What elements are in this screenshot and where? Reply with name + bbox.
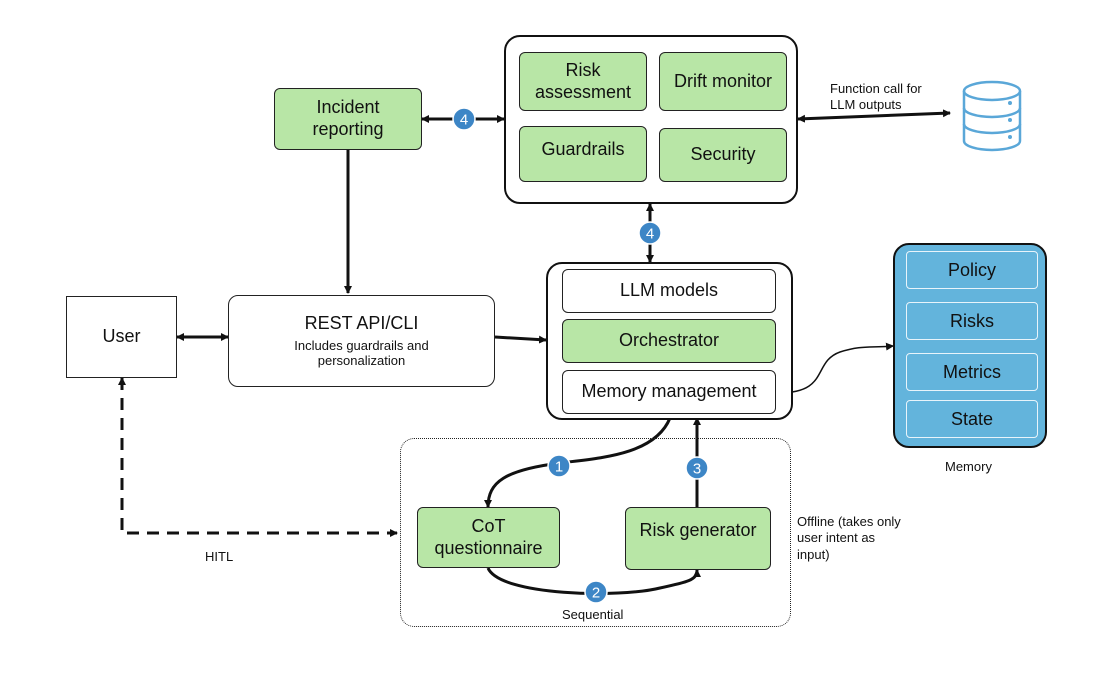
arrow-restapi-llm xyxy=(494,335,547,344)
llm-models-box: LLM models xyxy=(562,269,776,313)
svg-text:3: 3 xyxy=(693,461,701,478)
risk-assessment-box: Risk assessment xyxy=(519,52,647,111)
orchestrator-box: Orchestrator xyxy=(562,319,776,363)
rest-api-subtitle: Includes guardrails and personalization xyxy=(294,337,429,369)
offline-label: Offline (takes only user intent as input… xyxy=(797,514,901,562)
svg-text:2: 2 xyxy=(592,585,600,602)
cot-questionnaire-box: CoT questionnaire xyxy=(417,507,560,568)
badge-step2: 2 xyxy=(584,580,608,604)
sequential-label: Sequential xyxy=(562,607,624,622)
memory-item-risks: Risks xyxy=(906,302,1038,340)
memory-item-state: State xyxy=(906,400,1038,438)
arrow-monitoring-database xyxy=(797,109,951,123)
user-box: User xyxy=(66,296,177,378)
badge-incident: 4 xyxy=(452,107,476,131)
incident-reporting-box: Incident reporting xyxy=(274,88,422,150)
offline-region xyxy=(400,438,791,627)
arrow-step2 xyxy=(486,567,701,595)
security-box: Security xyxy=(659,128,787,182)
svg-text:4: 4 xyxy=(646,226,654,243)
badge-step1: 1 xyxy=(547,454,571,478)
svg-text:4: 4 xyxy=(460,112,468,129)
badge-step3: 3 xyxy=(685,456,709,480)
risk-generator-box: Risk generator xyxy=(625,507,771,570)
arrow-memory-store xyxy=(777,342,894,397)
memory-item-metrics: Metrics xyxy=(906,353,1038,391)
rest-api-box: REST API/CLI Includes guardrails and per… xyxy=(228,295,495,387)
memory-caption: Memory xyxy=(945,459,992,474)
svg-text:1: 1 xyxy=(555,459,563,476)
guardrails-box: Guardrails xyxy=(519,126,647,182)
database-icon xyxy=(962,80,1022,152)
drift-monitor-box: Drift monitor xyxy=(659,52,787,111)
memory-item-policy: Policy xyxy=(906,251,1038,289)
rest-api-title: REST API/CLI xyxy=(304,313,419,334)
memory-management-box: Memory management xyxy=(562,370,776,414)
function-call-label: Function call for LLM outputs xyxy=(830,81,922,113)
hitl-label: HITL xyxy=(205,549,234,564)
arrow-hitl xyxy=(118,377,398,537)
badge-vertical: 4 xyxy=(638,221,662,245)
